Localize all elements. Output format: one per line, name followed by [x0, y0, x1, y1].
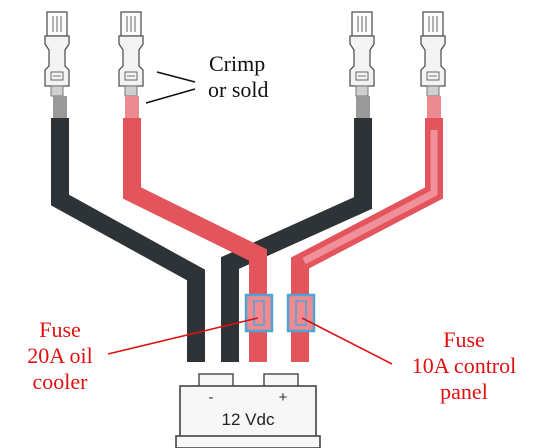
crimp-pointer-upper: [156, 71, 196, 83]
black-wire-left: [51, 118, 205, 362]
stripped-end-1: [53, 96, 67, 118]
battery-voltage-label: 12 Vdc: [222, 410, 275, 429]
crimp-label: Crimp or sold: [208, 51, 275, 103]
fuse-oil-cooler-label: Fuse 20A oil cooler: [14, 317, 106, 395]
fuse-control-line1: Fuse: [443, 327, 485, 352]
fuse-oil-line1: Fuse: [39, 317, 81, 342]
crimp-label-line2: or sold: [208, 77, 269, 102]
fuse-control-line3: panel: [440, 379, 488, 404]
battery: - + 12 Vdc: [175, 373, 321, 448]
stripped-end-4: [427, 96, 441, 118]
terminal-2: [118, 11, 144, 97]
fuse-control-panel-label: Fuse 10A control panel: [398, 327, 530, 405]
terminal-1: [44, 11, 70, 97]
terminal-4: [420, 11, 446, 97]
terminal-3: [349, 11, 375, 97]
crimp-label-line1: Crimp: [209, 51, 266, 76]
battery-minus-label: -: [209, 389, 214, 406]
battery-plus-label: +: [279, 389, 288, 406]
stripped-end-2: [125, 96, 139, 118]
red-wire-highlight: [302, 130, 438, 265]
fuse-oil-line3: cooler: [32, 369, 88, 394]
fuse-holder-control-panel: [286, 293, 316, 333]
fuse-oil-pointer: [107, 317, 259, 355]
fuse-control-pointer: [301, 317, 393, 365]
fuse-oil-line2: 20A oil: [27, 343, 93, 368]
fuse-control-line2: 10A control: [411, 353, 517, 378]
fuse-20a-icon: [253, 300, 265, 326]
stripped-end-3: [356, 96, 370, 118]
crimp-pointer-lower: [145, 88, 196, 104]
black-wire-right: [221, 118, 372, 362]
fuse-10a-icon: [295, 300, 307, 326]
